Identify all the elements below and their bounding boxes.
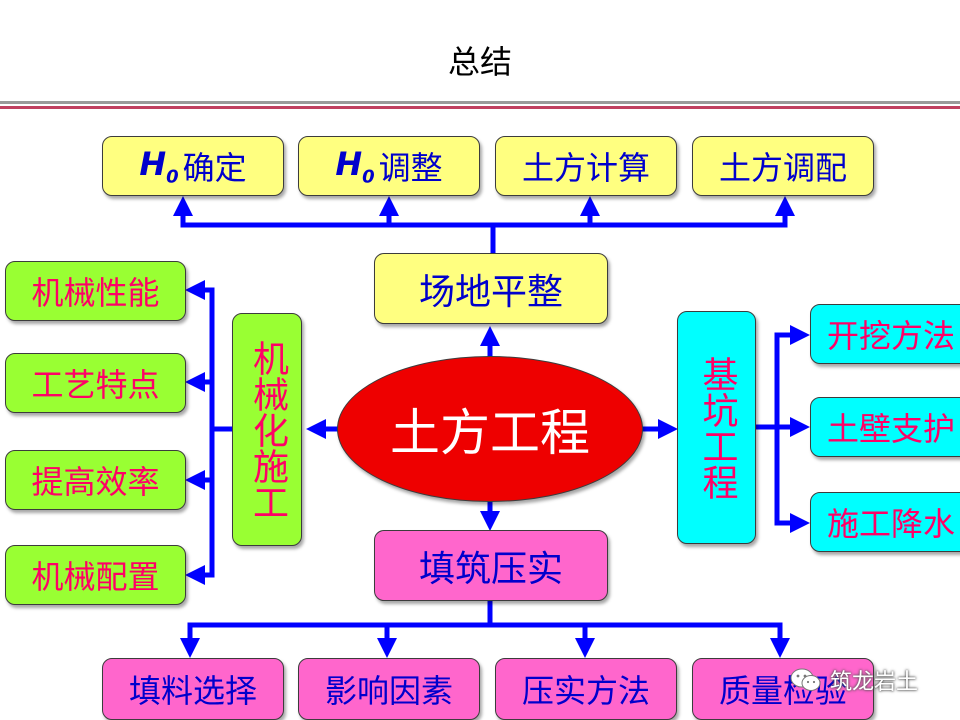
right-item-slope-support: 土壁支护: [810, 397, 960, 457]
h0-determine-label: 确定: [182, 149, 247, 187]
left-item-efficiency: 提高效率: [5, 450, 186, 510]
earthwork-calc-box: 土方计算: [495, 136, 677, 196]
bottom-item-influencing-factors: 影响因素: [298, 658, 480, 720]
earthwork-engineering-ellipse: 土方工程: [337, 356, 643, 502]
h0-symbol: H0: [139, 144, 179, 188]
earthwork-allocation-box: 土方调配: [692, 136, 874, 196]
right-item-excavation-method: 开挖方法: [810, 304, 960, 364]
left-item-process-features: 工艺特点: [5, 353, 186, 413]
bottom-item-compaction-method: 压实方法: [495, 658, 677, 720]
watermark: 筑龙岩土: [790, 660, 918, 700]
foundation-pit-box: 基坑工程: [677, 311, 756, 544]
site-leveling-box: 场地平整: [374, 253, 608, 324]
bottom-item-fill-selection: 填料选择: [102, 658, 284, 720]
fill-compaction-box: 填筑压实: [374, 530, 608, 601]
page-title: 总结: [447, 43, 512, 81]
title-divider-gray: [0, 101, 960, 104]
h0-symbol: H0: [335, 144, 375, 188]
bottom-item-quality-inspection: 质量检验: [692, 658, 874, 720]
left-item-machine-config: 机械配置: [5, 545, 186, 605]
wechat-icon: [790, 667, 822, 693]
title-divider-red: [0, 106, 960, 109]
mechanized-construction-box: 机械化施工: [232, 313, 302, 546]
h0-adjust-label: 调整: [378, 149, 443, 187]
right-item-dewatering: 施工降水: [810, 492, 960, 552]
left-item-machine-performance: 机械性能: [5, 261, 186, 321]
watermark-text: 筑龙岩土: [830, 670, 919, 695]
